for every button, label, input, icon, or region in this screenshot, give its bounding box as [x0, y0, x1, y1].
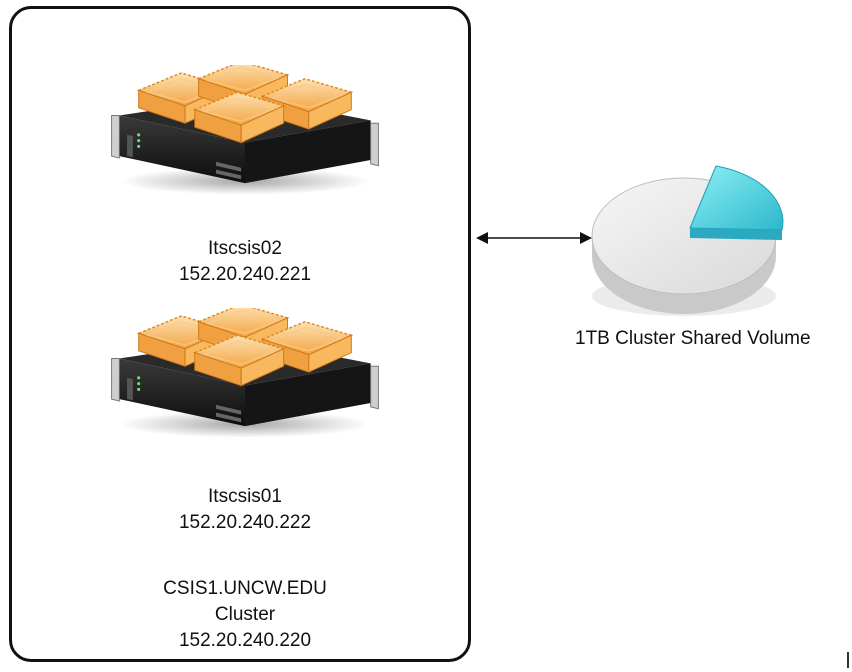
server-label-itscsis01: Itscsis01 152.20.240.222 [95, 484, 395, 536]
cluster-type: Cluster [214, 604, 276, 625]
cluster-name: CSIS1.UNCW.EDU [163, 578, 327, 599]
server-ip: 152.20.240.222 [178, 512, 312, 533]
server-hostname: Itscsis02 [208, 238, 282, 259]
storage-label: 1TB Cluster Shared Volume [575, 328, 811, 349]
text-cursor [847, 652, 849, 668]
cluster-label: CSIS1.UNCW.EDU Cluster 152.20.240.220 [95, 576, 395, 654]
server-label-itscsis02: Itscsis02 152.20.240.221 [95, 236, 395, 288]
server-rack-icon [100, 308, 390, 438]
server-ip: 152.20.240.221 [178, 264, 312, 285]
cluster-boundary [9, 6, 471, 662]
cluster-ip: 152.20.240.220 [178, 630, 312, 651]
server-hostname: Itscsis01 [208, 486, 282, 507]
bidirectional-arrow [476, 232, 592, 244]
disk-pie-icon [591, 165, 784, 316]
server-rack-icon [100, 65, 390, 195]
